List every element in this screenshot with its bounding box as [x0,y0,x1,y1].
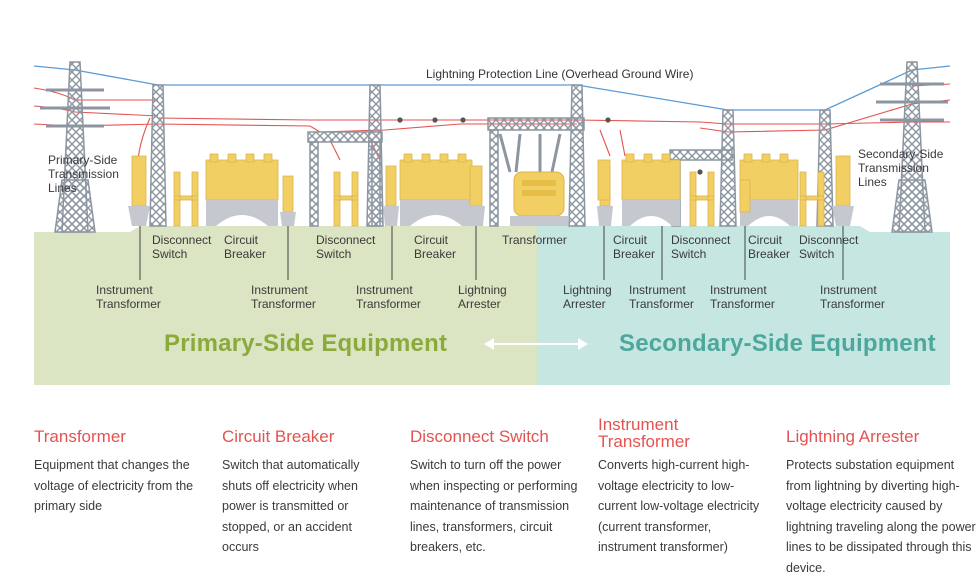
legend-item-transformer: Transformer Equipment that changes the v… [34,428,214,517]
legend-item-circuit-breaker: Circuit Breaker Switch that automaticall… [222,428,387,558]
primary-lines-label: Primary-Side Transmission Lines [48,153,119,195]
legend-title: Instrument Transformer [598,415,690,451]
legend-text: Protects substation equipment from light… [786,458,976,575]
main-transformer [498,133,568,226]
label-disconnect-switch: Disconnect Switch [316,233,376,261]
label-circuit-breaker: Circuit Breaker [613,233,656,261]
tower-right [876,61,948,233]
legend-title: Lightning Arrester [786,427,920,446]
label-lightning-arrester: Lightning Arrester [458,283,507,311]
label-instrument-transformer: Instrument Transformer [710,283,775,311]
legend-item-instrument-transformer: Instrument Transformer Converts high-cur… [598,416,763,558]
label-instrument-transformer: Instrument Transformer [251,283,316,311]
secondary-lines-label: Secondary-Side Transmission Lines [858,147,944,189]
label-disconnect-switch: Disconnect Switch [799,233,859,261]
substation-diagram: Lightning Protection Line (Overhead Grou… [33,61,951,385]
label-instrument-transformer: Instrument Transformer [96,283,161,311]
legend-text: Switch that automatically shuts off elec… [222,458,360,554]
disconnect-switches [173,171,825,227]
label-circuit-breaker: Circuit Breaker [224,233,267,261]
label-instrument-transformer: Instrument Transformer [356,283,421,311]
double-arrow-icon [484,338,588,350]
legend-title: Disconnect Switch [410,427,549,446]
tower-left [40,61,110,233]
lightning-arresters [467,159,611,226]
secondary-ground [537,226,950,385]
label-lightning-arrester: Lightning Arrester [563,283,612,311]
label-transformer: Transformer [502,233,567,247]
legend-text: Switch to turn off the power when inspec… [410,458,578,554]
legend-title: Circuit Breaker [222,427,335,446]
legend-title: Transformer [34,427,126,446]
legend-item-lightning-arrester: Lightning Arrester Protects substation e… [786,428,976,578]
secondary-side-title: Secondary-Side Equipment [619,330,936,357]
circuit-breakers [205,153,799,226]
label-disconnect-switch: Disconnect Switch [671,233,731,261]
leader-lines [139,226,844,280]
label-instrument-transformer: Instrument Transformer [820,283,885,311]
junction-dots [397,117,703,175]
primary-ground [34,226,537,385]
legend-text: Converts high-current high-voltage elect… [598,458,760,554]
primary-side-title: Primary-Side Equipment [164,330,448,357]
overhead-wire-label: Lightning Protection Line (Overhead Grou… [426,67,694,81]
label-circuit-breaker: Circuit Breaker [748,233,791,261]
substation-illustration [33,61,951,385]
label-disconnect-switch: Disconnect Switch [152,233,212,261]
label-circuit-breaker: Circuit Breaker [414,233,457,261]
legend-text: Equipment that changes the voltage of el… [34,458,194,513]
label-instrument-transformer: Instrument Transformer [629,283,694,311]
legend-item-disconnect-switch: Disconnect Switch Switch to turn off the… [410,428,582,558]
